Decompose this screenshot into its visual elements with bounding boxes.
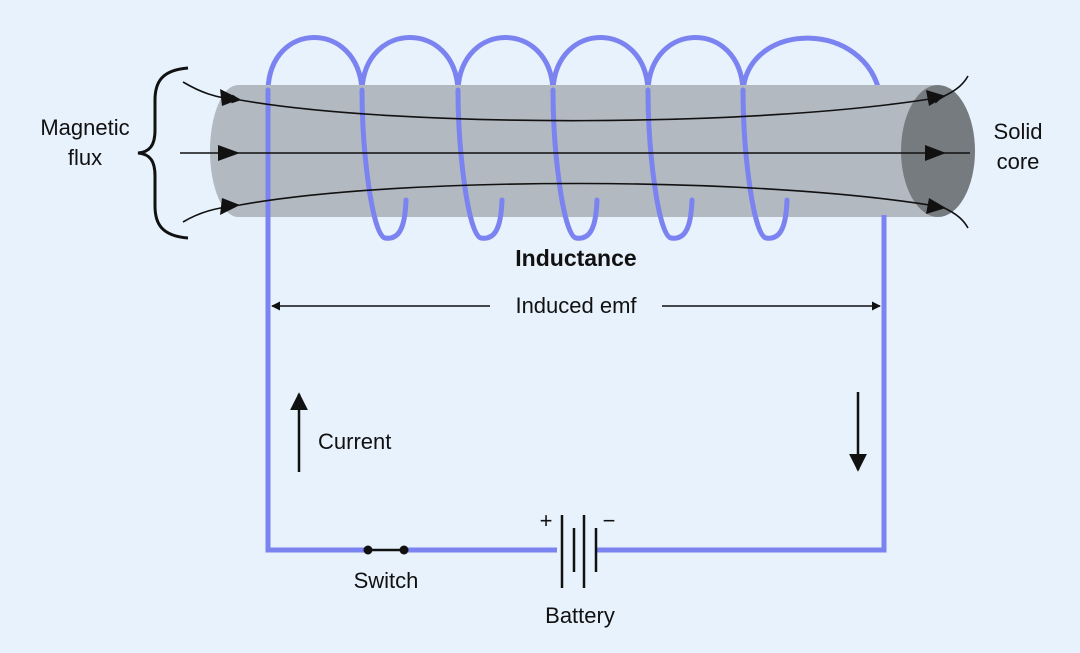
coil-loop-2 — [359, 35, 461, 93]
coil-turn-3 — [455, 87, 505, 241]
induced-emf-label: Induced emf — [515, 293, 637, 318]
circuit-wires — [265, 215, 887, 553]
coil-back-loops — [265, 35, 883, 98]
wire-left-and-bottom-left — [265, 225, 368, 553]
flux-arrow-bottom-right — [926, 198, 946, 214]
core-body — [210, 85, 938, 217]
wire-battery-to-right — [596, 215, 887, 553]
battery — [557, 510, 598, 590]
switch-contact-right — [399, 545, 409, 555]
flux-arrowheads — [218, 89, 946, 215]
coil-turn-5 — [645, 87, 695, 241]
flux-brace — [137, 66, 189, 240]
flux-arrow-mid-left — [218, 145, 240, 161]
coil-loop-1 — [265, 35, 365, 93]
solid-core — [210, 85, 975, 217]
flux-arrow-top-left — [220, 89, 240, 106]
coil-loop-5 — [645, 35, 746, 93]
coil-loop-4 — [550, 35, 651, 93]
coil-front-turns — [265, 87, 790, 241]
coil-loop-3 — [455, 35, 556, 93]
battery-minus-sign: − — [603, 508, 616, 533]
flux-arrow-mid-right — [925, 145, 946, 161]
coil-turn-6 — [740, 87, 790, 241]
magnetic-flux-label-line1: Magnetic — [40, 115, 129, 140]
magnetic-flux-label-line2: flux — [68, 145, 102, 170]
diagram-title: Inductance — [515, 245, 636, 271]
solid-core-label-line1: Solid — [994, 119, 1043, 144]
flux-arrow-top-right — [926, 90, 946, 106]
switch — [363, 545, 409, 555]
coil-turn-2 — [359, 87, 409, 241]
battery-plus-sign: + — [540, 508, 553, 533]
coil-loop-6 — [740, 35, 883, 98]
coil-turn-4 — [550, 87, 600, 241]
switch-contact-left — [363, 545, 373, 555]
battery-label: Battery — [545, 603, 615, 628]
current-arrows — [290, 392, 867, 472]
switch-label: Switch — [354, 568, 419, 593]
flux-arrow-bottom-left — [220, 198, 240, 215]
current-label: Current — [318, 429, 391, 454]
solid-core-label-line2: core — [997, 149, 1040, 174]
